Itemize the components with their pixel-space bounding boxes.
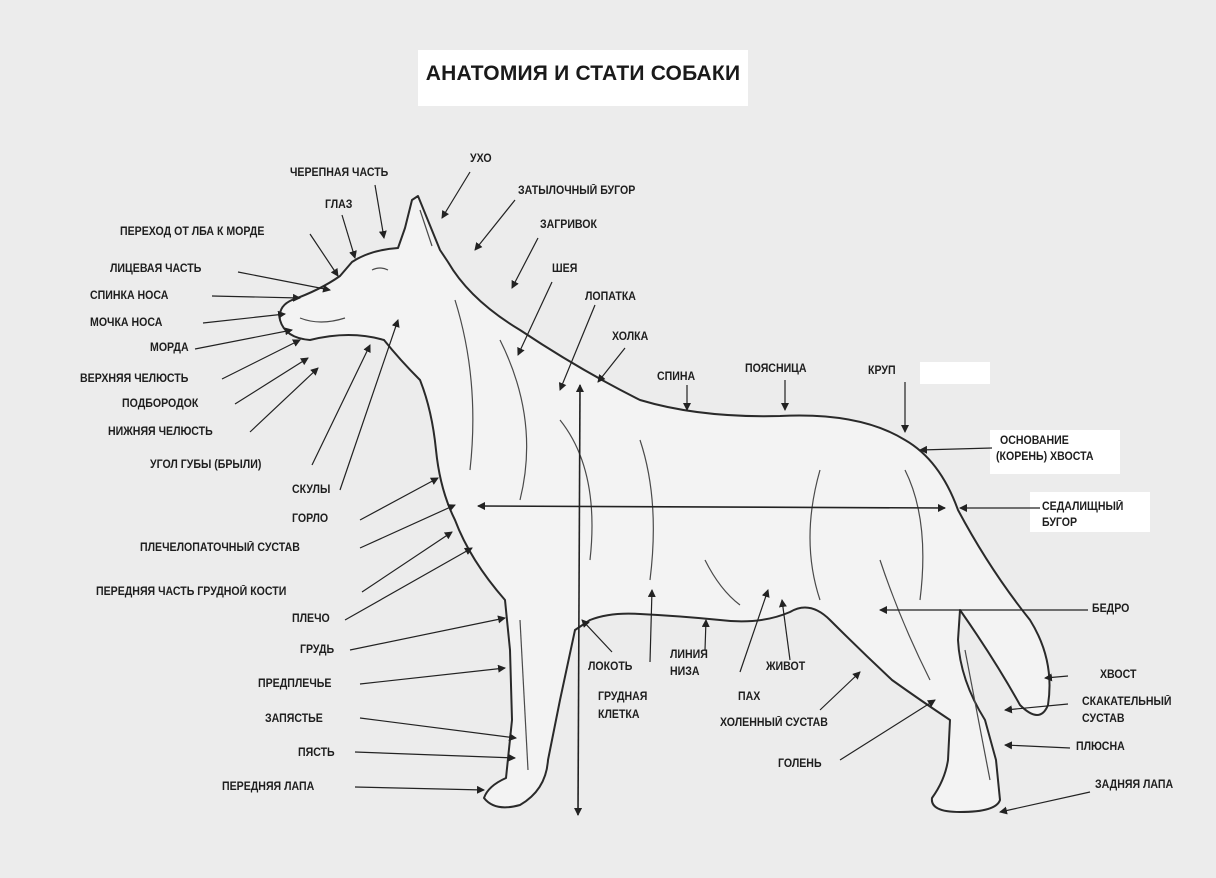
label-throat: ГОРЛО	[292, 512, 328, 527]
label-pastern: ПЯСТЬ	[298, 746, 335, 761]
label-groin: ПАХ	[738, 690, 760, 705]
label-tail-base-1: ОСНОВАНИЕ	[1000, 434, 1069, 449]
label-lower-jaw: НИЖНЯЯ ЧЕЛЮСТЬ	[108, 425, 213, 440]
label-upper-jaw: ВЕРХНЯЯ ЧЕЛЮСТЬ	[80, 372, 188, 387]
label-underline-1: ЛИНИЯ	[670, 648, 708, 663]
label-forearm: ПРЕДПЛЕЧЬЕ	[258, 677, 331, 692]
label-ischial-2: БУГОР	[1042, 516, 1077, 531]
label-face: ЛИЦЕВАЯ ЧАСТЬ	[110, 262, 201, 277]
label-ischial-1: СЕДАЛИЩНЫЙ	[1042, 500, 1123, 515]
label-chin: ПОДБОРОДОК	[122, 397, 198, 412]
label-stop: ПЕРЕХОД ОТ ЛБА К МОРДЕ	[120, 225, 264, 240]
label-underline-2: НИЗА	[670, 665, 700, 680]
label-eye: ГЛАЗ	[325, 198, 352, 213]
label-bridge-of-nose: СПИНКА НОСА	[90, 289, 168, 304]
dog-body-outline	[280, 196, 1050, 812]
label-neck: ШЕЯ	[552, 262, 577, 277]
label-chest: ГРУДЬ	[300, 643, 334, 658]
label-belly: ЖИВОТ	[766, 660, 805, 675]
label-back: СПИНА	[657, 370, 695, 385]
label-nape: ЗАГРИВОК	[540, 218, 597, 233]
label-thigh: БЕДРО	[1092, 602, 1129, 617]
label-nose-tip: МОЧКА НОСА	[90, 316, 162, 331]
label-loin: ПОЯСНИЦА	[745, 362, 807, 377]
label-upper-arm: ПЛЕЧО	[292, 612, 330, 627]
label-croup: КРУП	[868, 364, 896, 379]
label-hock-1: СКАКАТЕЛЬНЫЙ	[1082, 695, 1171, 710]
label-tail: ХВОСТ	[1100, 668, 1137, 683]
label-prosternum: ПЕРЕДНЯЯ ЧАСТЬ ГРУДНОЙ КОСТИ	[96, 585, 286, 600]
label-shoulder-blade: ЛОПАТКА	[585, 290, 636, 305]
label-metatarsus: ПЛЮСНА	[1076, 740, 1125, 755]
label-cheekbones: СКУЛЫ	[292, 483, 330, 498]
label-wrist: ЗАПЯСТЬЕ	[265, 712, 323, 727]
label-ribcage-1: ГРУДНАЯ	[598, 690, 647, 705]
label-lip-corner: УГОЛ ГУБЫ (БРЫЛИ)	[150, 458, 261, 473]
label-hind-paw: ЗАДНЯЯ ЛАПА	[1095, 778, 1173, 793]
label-skull: ЧЕРЕПНАЯ ЧАСТЬ	[290, 166, 388, 181]
label-shoulder-joint: ПЛЕЧЕЛОПАТОЧНЫЙ СУСТАВ	[140, 541, 300, 556]
label-muzzle: МОРДА	[150, 341, 189, 356]
label-hock-2: СУСТАВ	[1082, 712, 1125, 727]
label-tail-base-2: (КОРЕНЬ) ХВОСТА	[996, 450, 1094, 465]
label-lower-thigh: ГОЛЕНЬ	[778, 757, 822, 772]
label-stifle: ХОЛЕННЫЙ СУСТАВ	[720, 716, 828, 731]
label-withers: ХОЛКА	[612, 330, 648, 345]
label-occiput: ЗАТЫЛОЧНЫЙ БУГОР	[518, 184, 635, 199]
label-front-paw: ПЕРЕДНЯЯ ЛАПА	[222, 780, 314, 795]
label-ribcage-2: КЛЕТКА	[598, 708, 640, 723]
label-elbow: ЛОКОТЬ	[588, 660, 632, 675]
label-ear: УХО	[470, 152, 492, 167]
